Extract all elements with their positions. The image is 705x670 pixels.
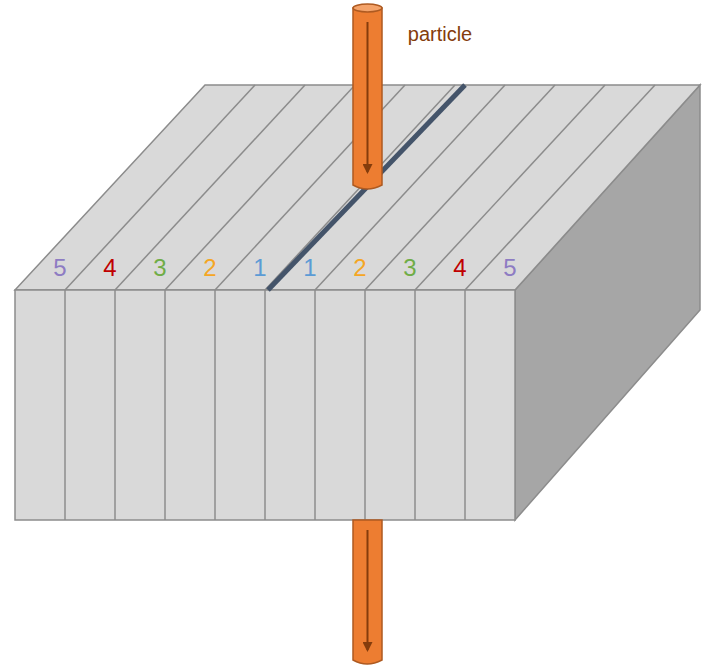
strip-number: 4	[103, 256, 116, 280]
strip-number: 4	[453, 256, 466, 280]
strip-number: 5	[53, 256, 66, 280]
strip-number: 1	[303, 256, 316, 280]
particle-label: particle	[408, 24, 472, 44]
strip-number: 2	[353, 256, 366, 280]
strip-number: 5	[503, 256, 516, 280]
strip-number: 1	[253, 256, 266, 280]
strip-number: 3	[403, 256, 416, 280]
strip-number: 3	[153, 256, 166, 280]
front-face	[15, 290, 515, 520]
strip-number: 2	[203, 256, 216, 280]
particle-rod	[353, 4, 382, 189]
particle-rod	[353, 520, 382, 664]
